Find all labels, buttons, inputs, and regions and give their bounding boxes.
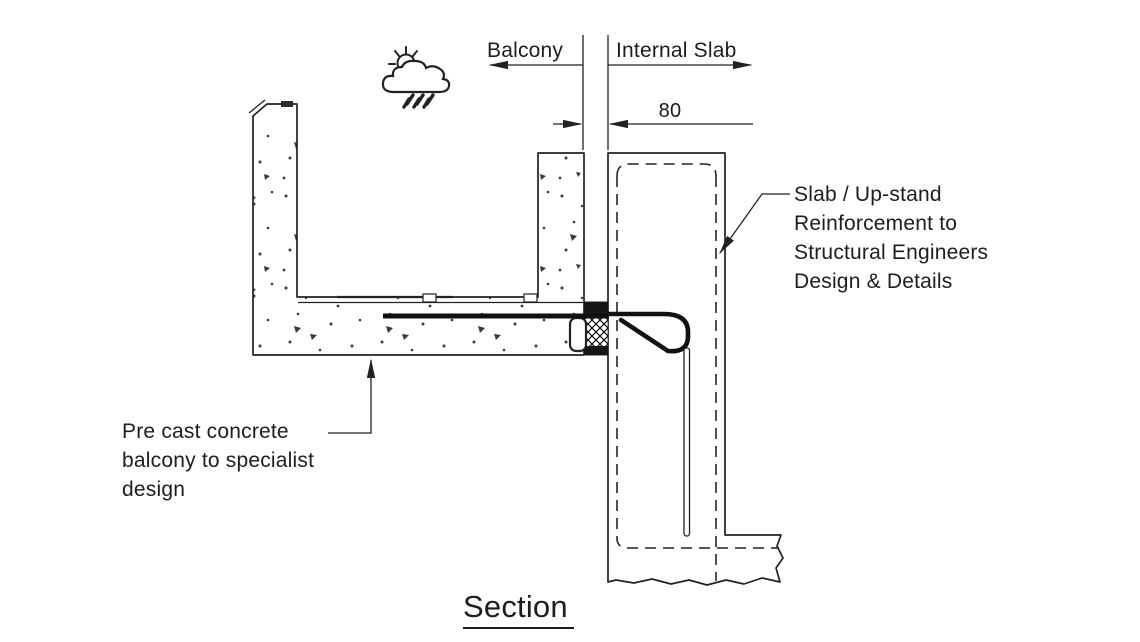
rebar-hook bbox=[606, 311, 691, 354]
vertical-bar bbox=[683, 347, 691, 537]
rebar-assembly bbox=[383, 311, 691, 537]
crosshatch-insulation bbox=[583, 315, 609, 348]
edge-clip bbox=[281, 101, 293, 107]
cloud bbox=[381, 59, 451, 94]
balcony-surface-lines bbox=[298, 293, 584, 304]
reinforcement-dashed-lines bbox=[616, 163, 779, 581]
surface-clip bbox=[422, 293, 437, 303]
precast-leader-line bbox=[328, 358, 376, 434]
precast-note: Pre cast concrete balcony to specialist … bbox=[122, 420, 315, 501]
internal-slab-shape bbox=[607, 152, 784, 586]
precast-balcony-shape bbox=[248, 99, 585, 356]
reinforcement-leader-line bbox=[719, 193, 790, 255]
reinforcement-note: Slab / Up-stand Reinforcement to Structu… bbox=[794, 183, 989, 293]
internal-slab-zone-label: Internal Slab bbox=[616, 39, 737, 62]
rain-strokes bbox=[402, 93, 435, 109]
thermal-break-block bbox=[568, 301, 609, 356]
sun-cloud-rain-icon bbox=[381, 46, 451, 109]
extension-lines bbox=[582, 35, 609, 150]
anchor-plate bbox=[568, 316, 588, 353]
section-title: Section bbox=[463, 561, 574, 629]
joint-dimension-value: 80 bbox=[658, 100, 682, 122]
surface-clip bbox=[523, 293, 538, 303]
balcony-zone-label: Balcony bbox=[487, 39, 564, 62]
